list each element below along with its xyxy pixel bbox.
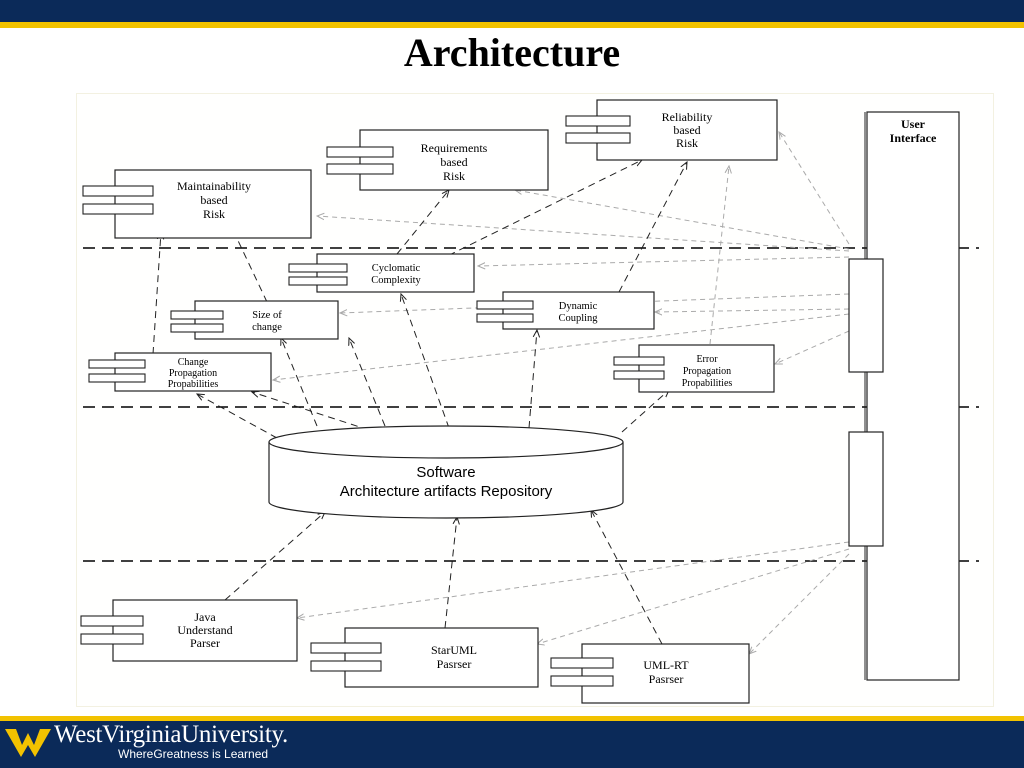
ui-label-line-1: User: [901, 117, 926, 131]
svg-text:Reliability: Reliability: [662, 110, 713, 124]
svg-text:based: based: [673, 123, 700, 137]
footer-banner: [0, 716, 1024, 768]
svg-text:based: based: [200, 193, 227, 207]
cyclomatic-complexity-component: Cyclomatic Complexity: [288, 253, 475, 293]
ui-activation-top: [848, 258, 884, 373]
svg-text:Architecture artifacts Reposit: Architecture artifacts Repository: [340, 483, 553, 500]
svg-text:Dynamic: Dynamic: [559, 301, 598, 312]
svg-text:Software: Software: [416, 464, 475, 481]
svg-text:Cyclomatic: Cyclomatic: [372, 263, 421, 274]
reliability-risk-component: Reliability based Risk: [565, 99, 778, 161]
svg-text:Risk: Risk: [443, 169, 465, 183]
svg-text:Error: Error: [696, 354, 718, 365]
ui-label-line-2: Interface: [890, 131, 937, 145]
requirements-risk-component: Requirements based Risk: [326, 129, 549, 191]
repository-component: Software Architecture artifacts Reposito…: [268, 425, 624, 519]
architecture-diagram: User Interface Maintainability based Ris…: [76, 93, 994, 707]
svg-text:Size of: Size of: [252, 310, 282, 321]
ui-connections: [273, 132, 850, 654]
svg-text:change: change: [252, 322, 282, 333]
svg-text:UML-RT: UML-RT: [643, 658, 689, 672]
dynamic-coupling-component: Dynamic Coupling: [476, 291, 655, 330]
svg-text:Coupling: Coupling: [558, 313, 598, 324]
maintainability-risk-component: Maintainability based Risk: [82, 169, 312, 239]
svg-text:Propagation: Propagation: [169, 368, 217, 379]
footer-gold-stripe: [0, 716, 1024, 721]
svg-text:Risk: Risk: [676, 136, 698, 150]
svg-text:Risk: Risk: [203, 207, 225, 221]
svg-text:StarUML: StarUML: [431, 643, 477, 657]
ui-activation-bottom: [848, 431, 884, 547]
layer-separators: [83, 247, 979, 562]
error-propagation-component: Error Propagation Propabilities: [613, 344, 775, 393]
svg-text:Maintainability: Maintainability: [177, 179, 251, 193]
svg-text:Java: Java: [194, 610, 216, 624]
size-of-change-component: Size of change: [170, 300, 339, 340]
staruml-parser-component: StarUML Pasrser: [310, 627, 539, 688]
svg-text:Pasrser: Pasrser: [437, 657, 472, 671]
svg-text:Requirements: Requirements: [421, 141, 488, 155]
footer-university-name: WestVirginiaUniversity.: [54, 721, 288, 748]
svg-text:Pasrser: Pasrser: [649, 672, 684, 686]
svg-text:based: based: [440, 155, 467, 169]
umlrt-parser-component: UML-RT Pasrser: [550, 643, 750, 704]
svg-text:Change: Change: [178, 357, 209, 368]
svg-text:Parser: Parser: [190, 636, 220, 650]
top-gold-stripe: [0, 22, 1024, 28]
slide-title: Architecture: [403, 30, 621, 75]
svg-text:Propabilities: Propabilities: [682, 378, 733, 389]
svg-text:Propagation: Propagation: [683, 366, 731, 377]
svg-text:Propabilities: Propabilities: [168, 379, 219, 390]
java-parser-component: Java Understand Parser: [80, 599, 298, 662]
svg-text:Understand: Understand: [177, 623, 232, 637]
dependency-arrows: [152, 160, 687, 645]
user-interface-component: User Interface: [848, 111, 960, 681]
wvu-logo-icon: [4, 723, 52, 761]
change-propagation-component: Change Propagation Propabilities: [88, 352, 272, 392]
footer-tagline: WhereGreatness is Learned: [118, 747, 269, 761]
svg-text:Complexity: Complexity: [371, 275, 421, 286]
